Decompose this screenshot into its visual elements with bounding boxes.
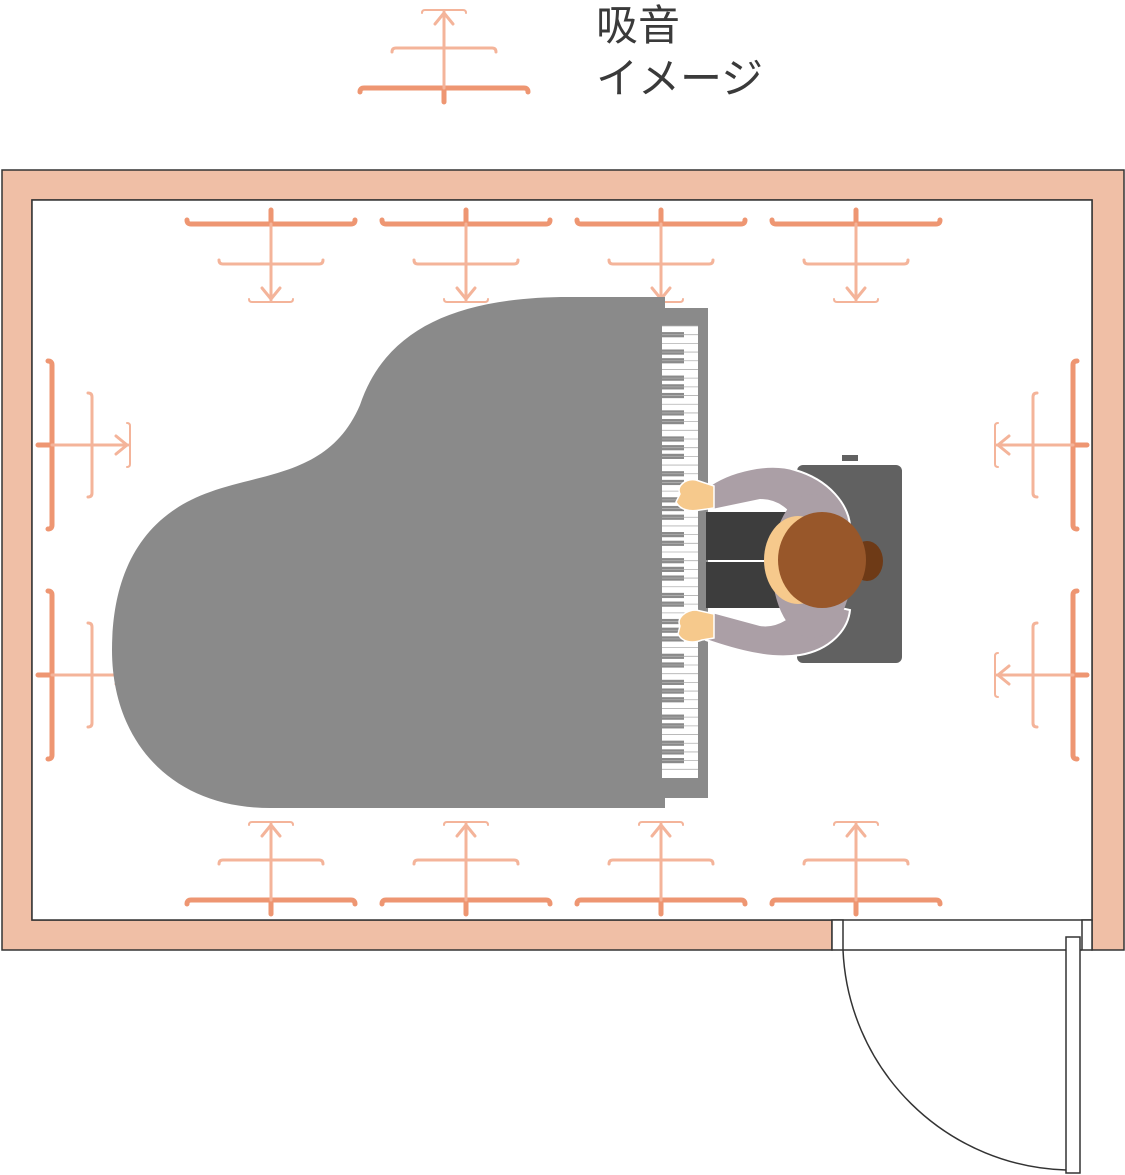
absorption-icon-right-2: [994, 588, 1090, 762]
absorption-icon-top-2: [379, 207, 553, 303]
absorption-icon-top-1: [184, 207, 358, 303]
absorption-icon-bottom-2: [379, 821, 553, 917]
absorption-icon-bottom-1: [184, 821, 358, 917]
door-frame-right: [1081, 919, 1093, 951]
door-frame-left: [831, 919, 844, 951]
pianist: [675, 455, 902, 663]
legend-absorption-icon: [357, 9, 531, 105]
door-leaf: [1065, 936, 1081, 1174]
absorption-icon-right-1: [994, 358, 1090, 532]
legend-title-line2: イメージ: [596, 54, 763, 103]
pianist-hand-upper: [675, 478, 715, 512]
absorption-icon-bottom-4: [769, 821, 943, 917]
piano-body: [112, 297, 665, 808]
door: [831, 919, 1093, 1174]
bench-marker: [842, 455, 858, 461]
absorption-icon-top-4: [769, 207, 943, 303]
piano-black-keys: [662, 325, 698, 770]
absorption-icon-left-1: [35, 358, 131, 532]
legend-absorption-glyph: [357, 9, 531, 105]
grand-piano: [112, 297, 708, 808]
absorption-icon-bottom-3: [574, 821, 748, 917]
pianist-hand-lower: [677, 609, 715, 643]
legend-title-line1: 吸音: [596, 1, 680, 50]
pianist-hair: [778, 512, 866, 608]
door-swing-arc: [842, 949, 1067, 1171]
